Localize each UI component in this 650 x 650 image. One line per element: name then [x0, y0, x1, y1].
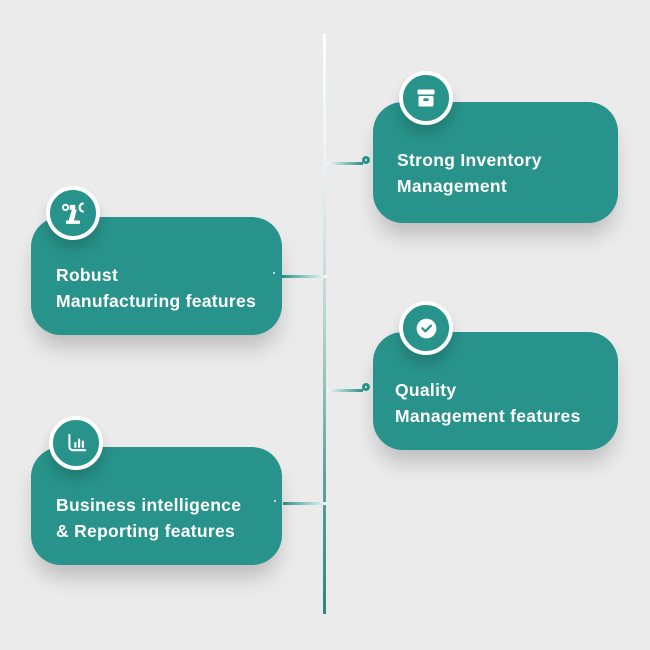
connector-line	[283, 502, 327, 505]
card-title-line: Robust	[56, 265, 119, 285]
robot-arm-icon	[61, 202, 84, 224]
timeline-axis	[323, 34, 326, 614]
card-title-line: Business intelligence	[56, 495, 242, 515]
card-title-line: Management	[397, 176, 507, 196]
connector-line	[281, 275, 327, 278]
card-strong-inventory-management: Strong Inventory Management	[373, 71, 618, 223]
connector-line	[327, 389, 363, 392]
bar-chart-icon	[67, 433, 86, 451]
connector-node	[362, 383, 370, 391]
icon-badge	[49, 416, 103, 470]
check-circle-icon	[416, 318, 436, 338]
connector-node	[270, 269, 278, 277]
card-business-intelligence-reporting: Business intelligence & Reporting featur…	[31, 416, 282, 565]
icon-badge	[399, 301, 453, 355]
card-title-line: Quality	[395, 380, 457, 400]
icon-badge	[46, 186, 100, 240]
card-title: Quality Management features	[373, 332, 618, 429]
card-title-line: Strong Inventory	[397, 150, 542, 170]
card-quality-management-features: Quality Management features	[373, 301, 618, 450]
card-title-line: Management features	[395, 406, 581, 426]
card-title: Business intelligence & Reporting featur…	[31, 447, 282, 544]
icon-badge	[399, 71, 453, 125]
archive-box-icon	[417, 89, 435, 107]
card-title-line: Manufacturing features	[56, 291, 257, 311]
connector-node	[271, 497, 279, 505]
card-title: Strong Inventory Management	[373, 102, 618, 199]
connector-node	[362, 156, 370, 164]
card-robust-manufacturing-features: Robust Manufacturing features	[31, 186, 282, 335]
card-title-line: & Reporting features	[56, 521, 236, 541]
card-title: Robust Manufacturing features	[31, 217, 282, 314]
connector-line	[327, 162, 363, 165]
